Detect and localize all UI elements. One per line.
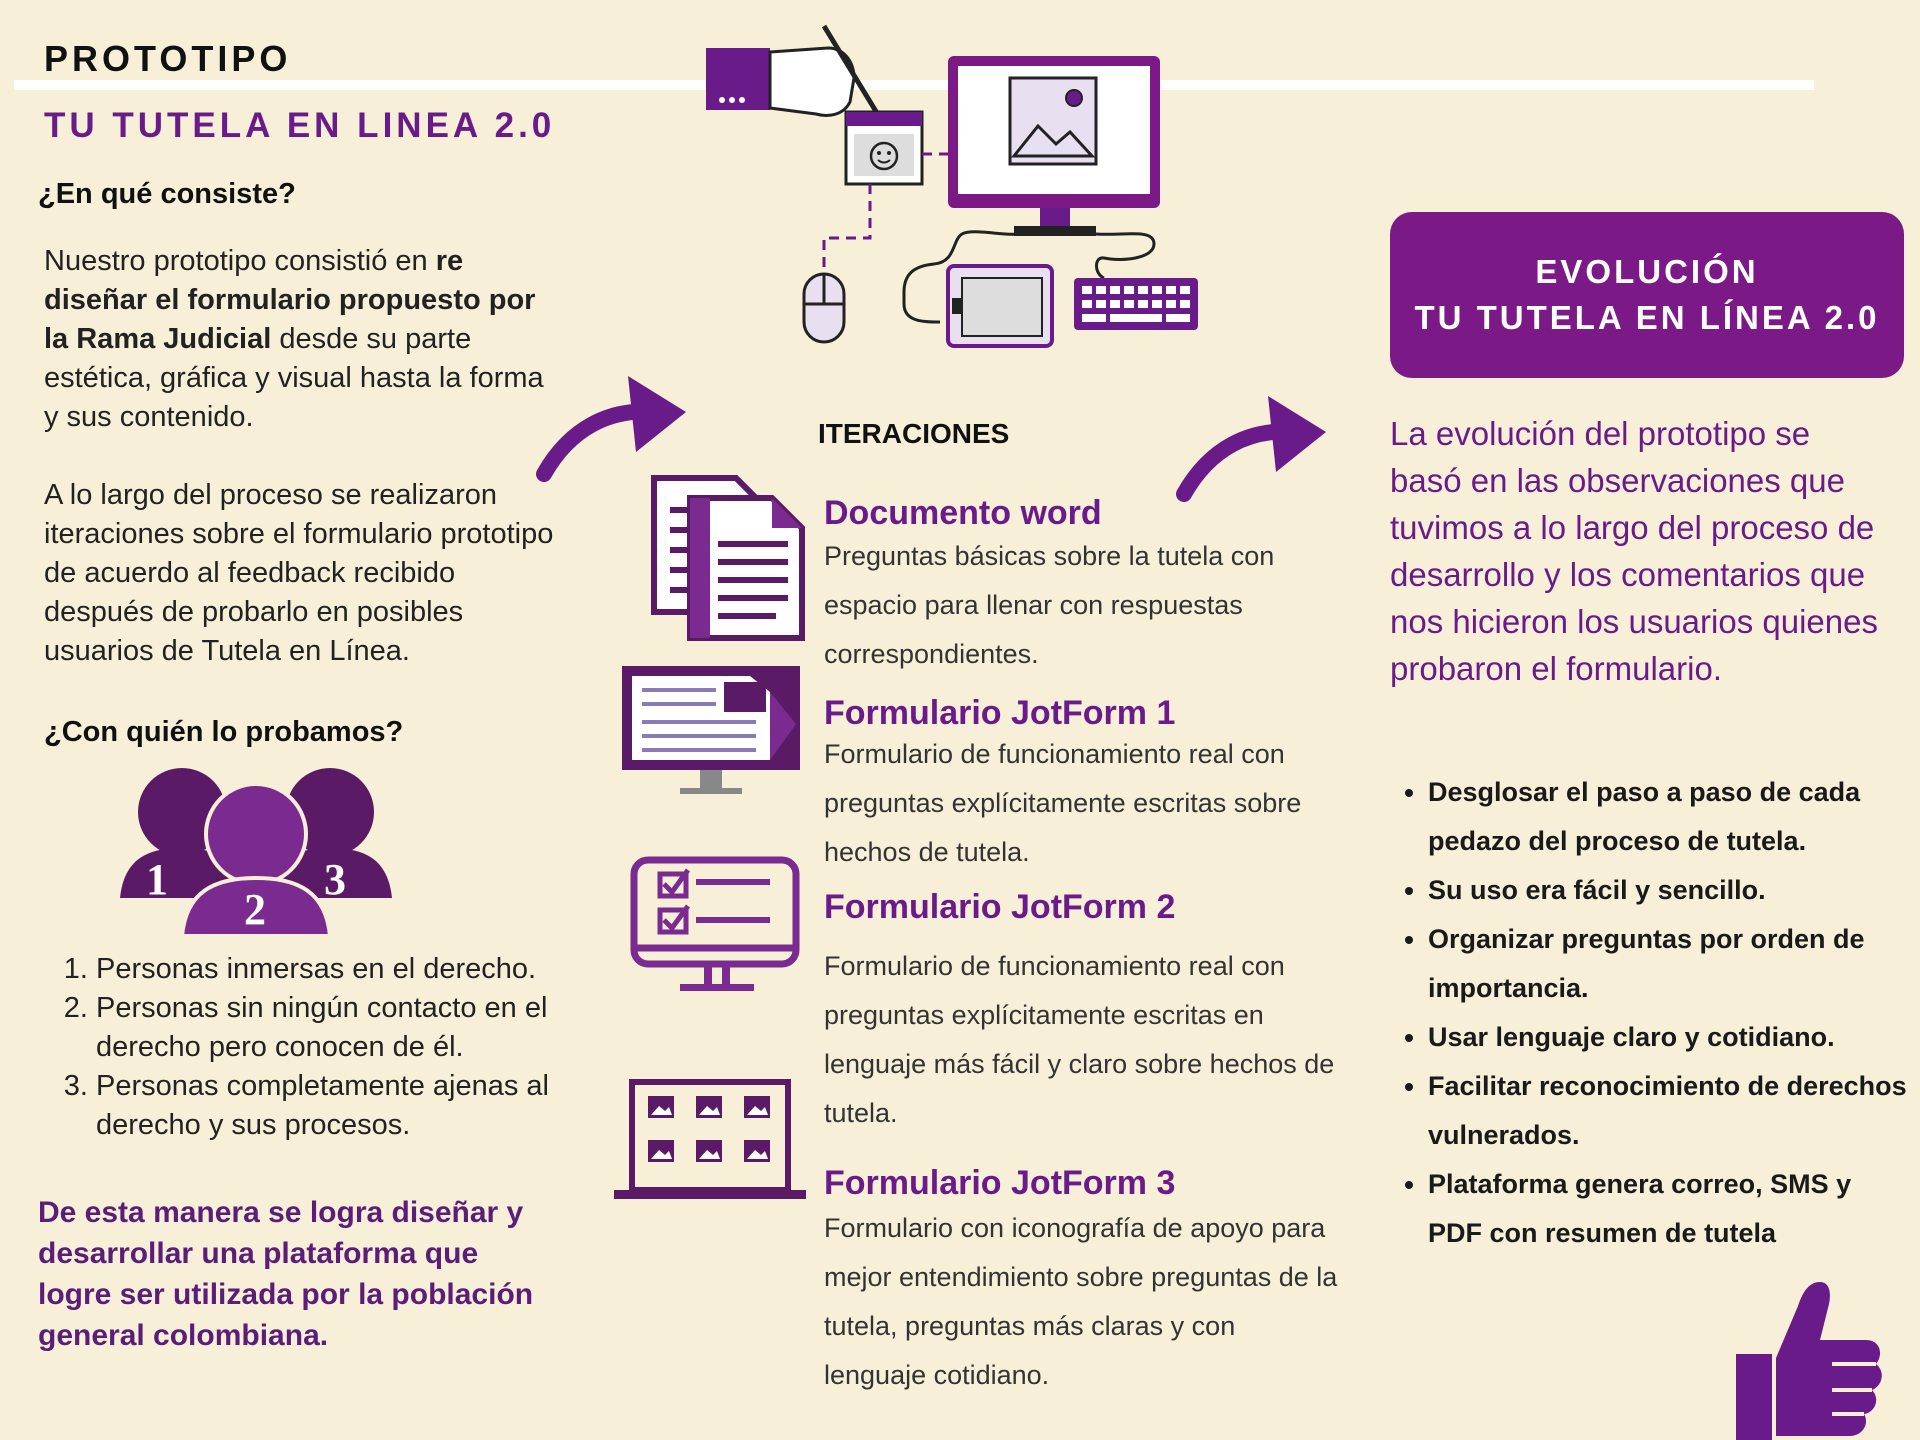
monitor-form-icon [622, 666, 800, 794]
closing-statement: De esta manera se logra diseñar y desarr… [38, 1196, 534, 1352]
iteration-description: Formulario de funcionamiento real con pr… [824, 739, 1302, 867]
list-item: Su uso era fácil y sencillo. [1428, 866, 1910, 915]
list-item: Personas completamente ajenas al derecho… [96, 1067, 564, 1145]
people-number-1: 1 [146, 855, 168, 904]
paragraph-text: desde su parte estética, gráfica y visua… [44, 323, 544, 433]
thumbs-up-icon [1736, 1282, 1882, 1440]
iteration-description: Preguntas básicas sobre la tutela con es… [824, 541, 1275, 669]
list-item: Organizar preguntas por orden de importa… [1428, 915, 1910, 1013]
list-item: Plataforma genera correo, SMS y PDF con … [1428, 1160, 1910, 1258]
checklist-monitor-icon [630, 856, 800, 991]
computer-setup-icon [706, 24, 1198, 348]
evolution-banner: EVOLUCIÓN TU TUTELA EN LÍNEA 2.0 [1390, 212, 1904, 378]
iteration-description: Formulario con iconografía de apoyo para… [824, 1213, 1338, 1390]
evolution-banner-subtitle: TU TUTELA EN LÍNEA 2.0 [1414, 299, 1880, 336]
question-what: ¿En qué consiste? [38, 178, 296, 210]
list-item: Personas inmersas en el derecho. [96, 950, 564, 989]
laptop-gallery-icon [614, 1079, 806, 1199]
page-subtitle: TU TUTELA EN LINEA 2.0 [44, 106, 556, 145]
arrow-icon [536, 376, 686, 482]
list-item: Desglosar el paso a paso de cada pedazo … [1428, 768, 1910, 866]
paragraph-text: Nuestro prototipo consistió en [44, 245, 436, 277]
page-title: PROTOTIPO [44, 38, 292, 79]
iteration-title: Documento word [824, 494, 1102, 532]
list-item: Personas sin ningún contacto en el derec… [96, 989, 564, 1067]
iteration-title: Formulario JotForm 2 [824, 888, 1176, 926]
iteration-title: Formulario JotForm 3 [824, 1164, 1176, 1202]
iteration-description: Formulario de funcionamiento real con pr… [824, 951, 1335, 1128]
evolution-paragraph: La evolución del prototipo se basó en la… [1390, 415, 1878, 687]
description-paragraph: Nuestro prototipo consistió en re diseña… [44, 242, 544, 437]
documents-icon [651, 475, 805, 641]
iteration-title: Formulario JotForm 1 [824, 694, 1176, 732]
people-group-icon: 1 2 3 [120, 768, 392, 938]
findings-list: Desglosar el paso a paso de cada pedazo … [1390, 768, 1910, 1258]
evolution-banner-title: EVOLUCIÓN [1535, 253, 1759, 290]
question-who: ¿Con quién lo probamos? [44, 716, 404, 748]
arrow-icon [1176, 396, 1326, 502]
header-divider [14, 80, 1814, 90]
people-number-2: 2 [244, 885, 266, 934]
list-item: Facilitar reconocimiento de derechos vul… [1428, 1062, 1910, 1160]
list-item: Usar lenguaje claro y cotidiano. [1428, 1013, 1910, 1062]
process-paragraph: A lo largo del proceso se realizaron ite… [44, 479, 554, 667]
emphasis-text: re diseñar el formulario propuesto por l… [44, 245, 536, 355]
people-number-3: 3 [324, 855, 346, 904]
people-list: Personas inmersas en el derecho. Persona… [44, 950, 564, 1145]
iterations-title: ITERACIONES [818, 418, 1010, 449]
